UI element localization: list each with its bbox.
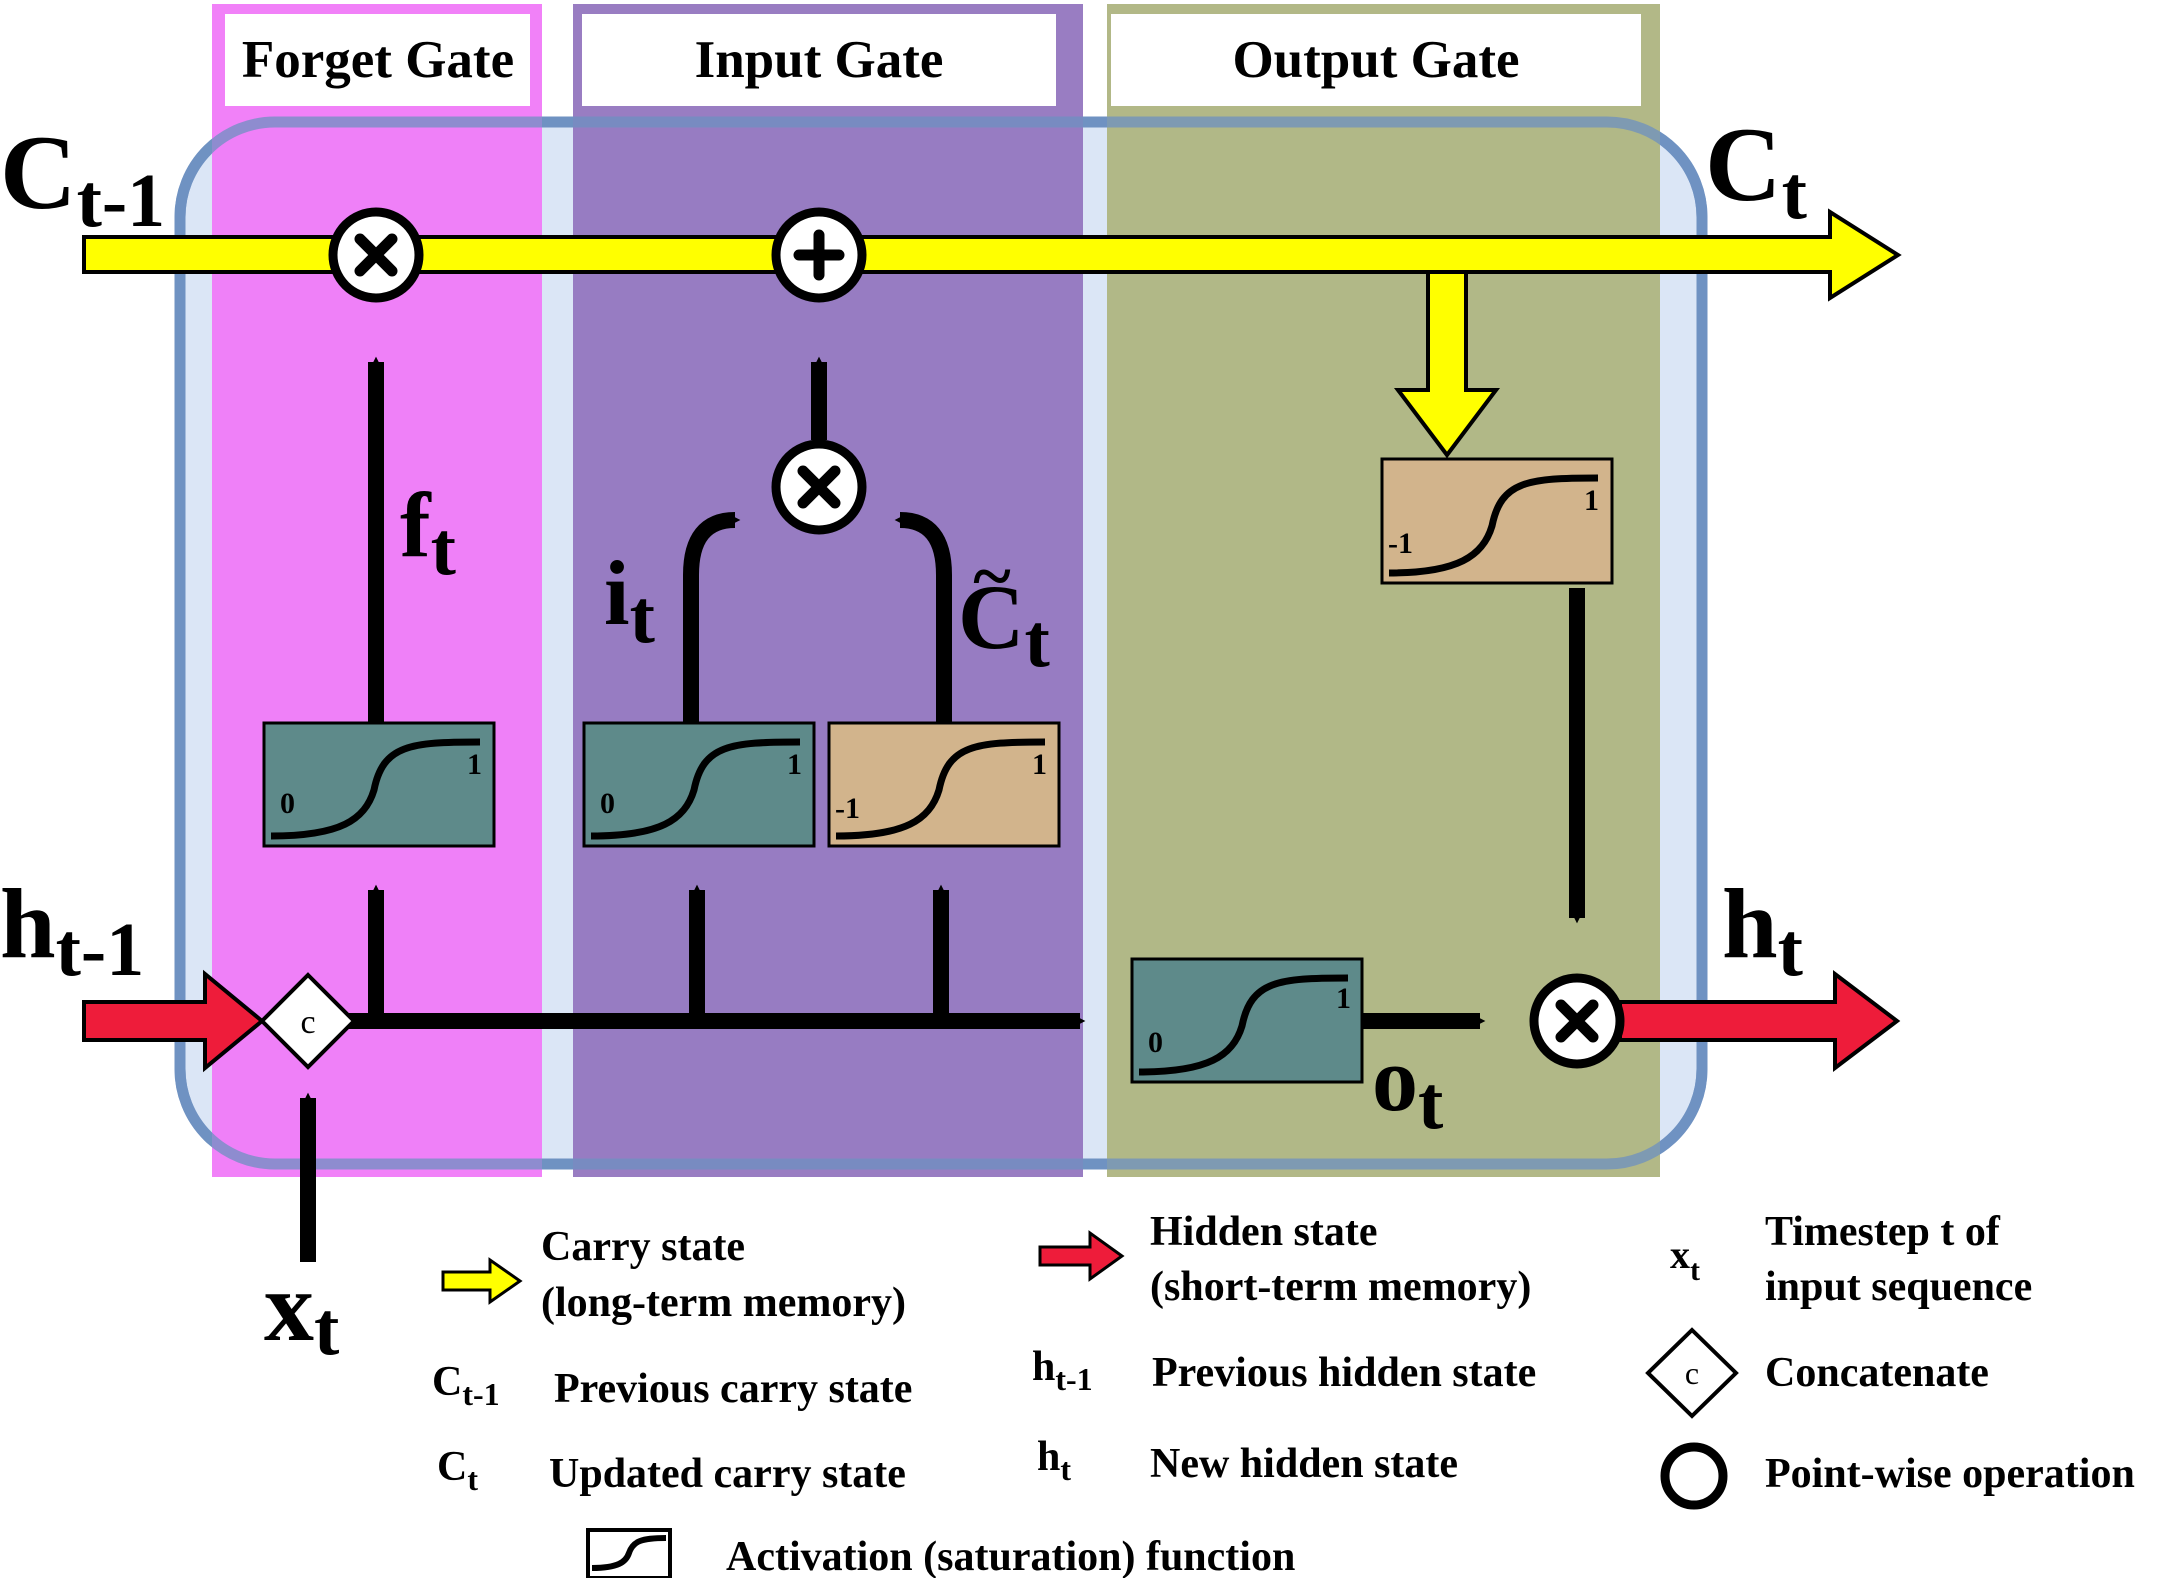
legend-prev-carry: Previous carry state bbox=[554, 1366, 912, 1412]
ctilde-label: Ct bbox=[958, 566, 1050, 683]
legend-new-hidden: New hidden state bbox=[1150, 1441, 1458, 1487]
output-multiply-op bbox=[1529, 973, 1625, 1069]
tanh-low-label: -1 bbox=[1388, 527, 1413, 560]
tanh-curve bbox=[835, 738, 1046, 840]
forget-gate-label: Forget Gate bbox=[242, 31, 514, 89]
output-gate-label: Output Gate bbox=[1232, 31, 1519, 89]
tanh-high-label: 1 bbox=[1584, 484, 1599, 517]
sigmoid-high-label: 1 bbox=[1336, 982, 1351, 1015]
sigmoid-high-label: 1 bbox=[787, 748, 802, 781]
x-input-label: xt bbox=[264, 1251, 339, 1371]
legend-activation-curve bbox=[591, 1535, 667, 1571]
legend-carry-line1: Carry state bbox=[541, 1224, 745, 1270]
multiply-icon bbox=[354, 233, 398, 277]
ot-label: ot bbox=[1372, 1028, 1443, 1145]
it-line bbox=[683, 512, 741, 723]
c-prev-label: Ct-1 bbox=[0, 114, 165, 243]
carry-to-tanh-arrow bbox=[1393, 270, 1501, 459]
output-sigmoid-box: 0 1 bbox=[1130, 957, 1364, 1084]
legend-hidden-line2: (short-term memory) bbox=[1150, 1264, 1531, 1310]
concatenate-node: c bbox=[259, 972, 357, 1070]
candidate-tanh-box: -1 1 bbox=[827, 721, 1061, 848]
ctilde-line bbox=[894, 512, 952, 723]
ft-label: ft bbox=[400, 474, 456, 591]
lstm-cell-border bbox=[174, 116, 1708, 1170]
input-gate-region: Input Gate bbox=[573, 4, 1083, 1177]
h-next-label: ht bbox=[1722, 868, 1803, 992]
hidden-state-in-arrow bbox=[82, 969, 266, 1073]
legend-carry-line2: (long-term memory) bbox=[541, 1280, 906, 1326]
output-tanh-box: -1 1 bbox=[1380, 457, 1614, 585]
multiply-icon bbox=[797, 465, 841, 509]
sigmoid-curve bbox=[590, 738, 801, 840]
forget-sigmoid-box: 0 1 bbox=[262, 721, 496, 848]
sigmoid-high-label: 1 bbox=[467, 748, 482, 781]
legend-prev-hidden: Previous hidden state bbox=[1152, 1350, 1536, 1396]
c-next-label: Ct bbox=[1705, 106, 1807, 235]
flow-lines bbox=[300, 356, 1585, 1262]
tanh-curve bbox=[1388, 474, 1599, 577]
input-sigmoid-box: 0 1 bbox=[582, 721, 816, 848]
legend: Carry state (long-term memory) Hidden st… bbox=[432, 1209, 2135, 1578]
multiply-icon bbox=[1555, 999, 1599, 1043]
concat-symbol: c bbox=[300, 1004, 315, 1041]
forget-multiply-op bbox=[328, 207, 424, 303]
sigmoid-low-label: 0 bbox=[280, 787, 295, 820]
legend-hidden-arrow bbox=[1038, 1230, 1125, 1282]
legend-concatenate: Concatenate bbox=[1765, 1350, 1989, 1396]
h-prev-label: ht-1 bbox=[0, 868, 144, 992]
legend-activation: Activation (saturation) function bbox=[726, 1534, 1295, 1578]
it-label: it bbox=[604, 542, 655, 659]
legend-concat-symbol: c bbox=[1685, 1355, 1699, 1391]
sigmoid-curve bbox=[1138, 974, 1349, 1076]
sigmoid-curve bbox=[270, 738, 481, 840]
legend-carry-arrow bbox=[441, 1257, 523, 1305]
legend-timestep-line2: input sequence bbox=[1765, 1264, 2032, 1310]
input-multiply-op bbox=[771, 439, 867, 535]
carry-add-op bbox=[771, 207, 867, 303]
legend-h-prev-symbol: ht-1 bbox=[1032, 1344, 1093, 1397]
legend-concat-diamond bbox=[1645, 1327, 1739, 1419]
legend-pointwise: Point-wise operation bbox=[1765, 1451, 2135, 1497]
legend-hidden-line1: Hidden state bbox=[1150, 1209, 1378, 1255]
ctilde-accent: ~ bbox=[973, 536, 1010, 616]
tanh-high-label: 1 bbox=[1032, 748, 1047, 781]
legend-c-prev-symbol: Ct-1 bbox=[432, 1359, 500, 1412]
legend-x-symbol: xt bbox=[1670, 1232, 1700, 1287]
sigmoid-low-label: 0 bbox=[1148, 1026, 1163, 1059]
legend-timestep-line1: Timestep t of bbox=[1765, 1209, 2001, 1255]
sigmoid-low-label: 0 bbox=[600, 787, 615, 820]
legend-updated-carry: Updated carry state bbox=[549, 1451, 906, 1497]
input-gate-label: Input Gate bbox=[695, 31, 944, 89]
plus-icon bbox=[793, 229, 845, 281]
hidden-state-out-arrow bbox=[1618, 969, 1901, 1073]
legend-h-next-symbol: ht bbox=[1037, 1434, 1071, 1487]
legend-c-next-symbol: Ct bbox=[437, 1444, 478, 1497]
tanh-low-label: -1 bbox=[835, 792, 860, 825]
legend-pointwise-circle bbox=[1660, 1442, 1728, 1510]
